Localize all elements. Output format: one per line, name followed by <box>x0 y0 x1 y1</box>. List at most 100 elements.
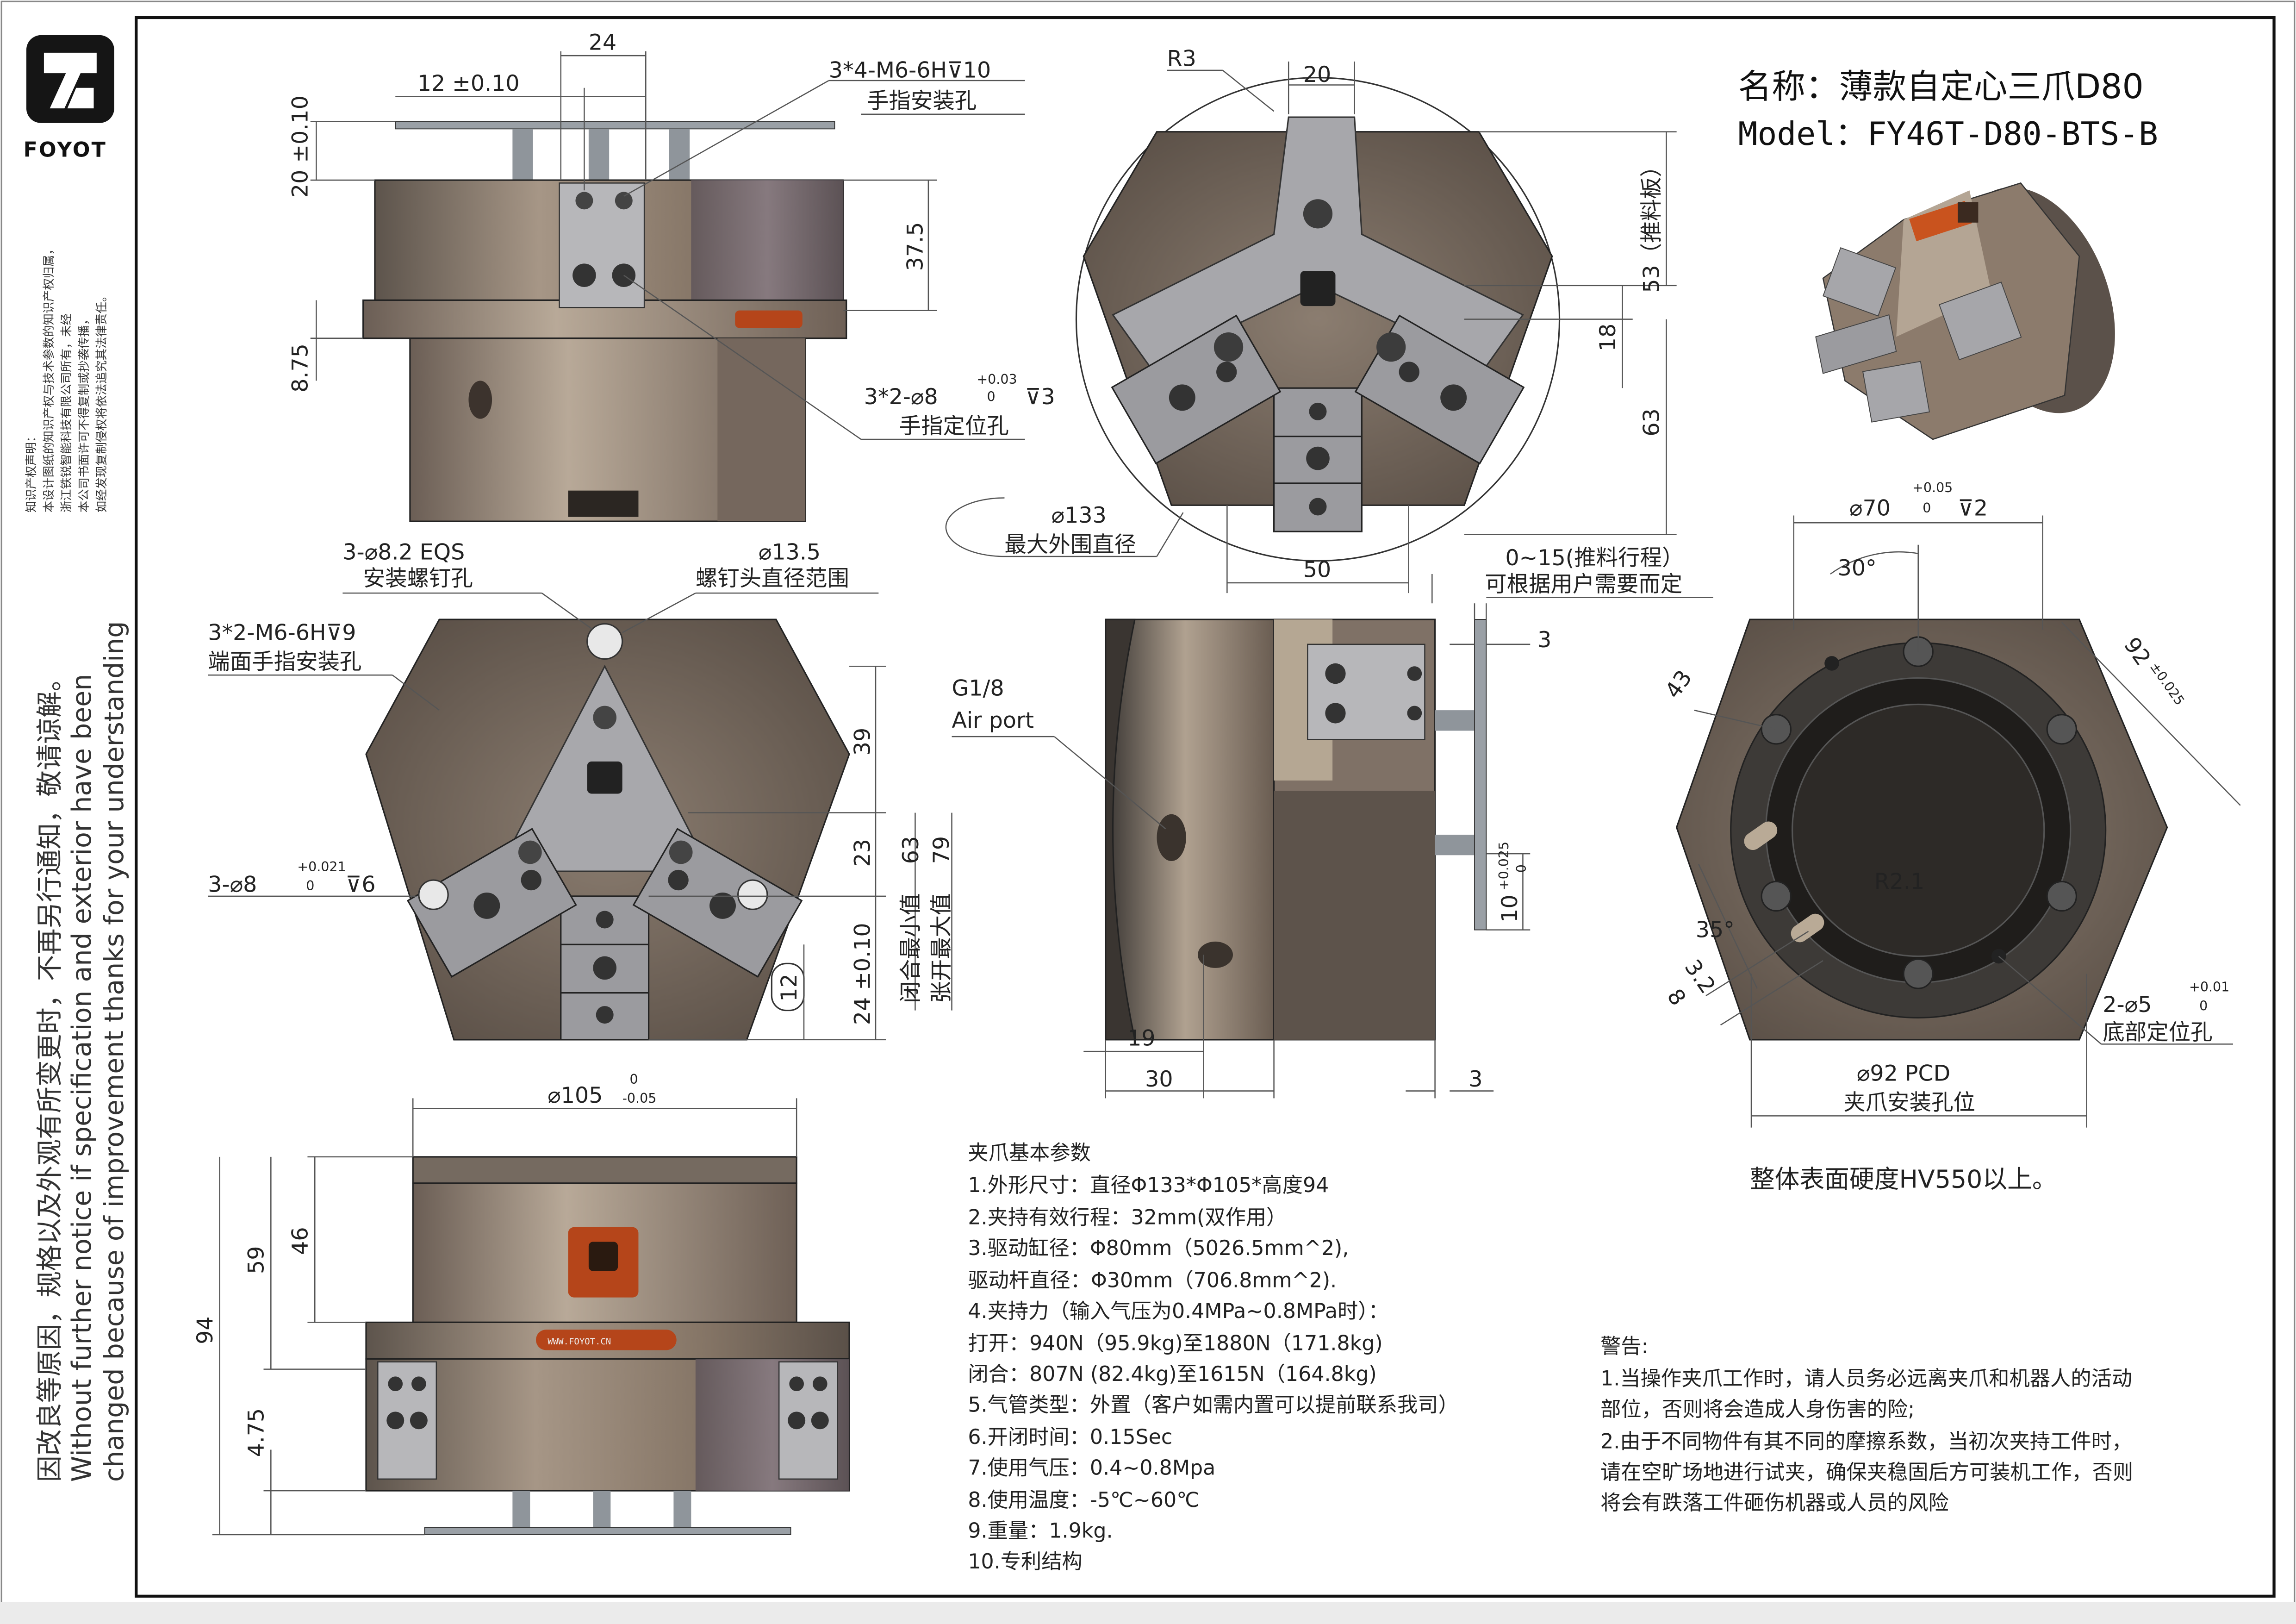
fv-locating-prefix: 3*2-⌀8 <box>864 384 938 410</box>
tv-dim-r3: R3 <box>1167 46 1196 71</box>
bv-screw-hole: 3-⌀8.2 EQS <box>342 539 465 565</box>
params-line: 1.外形尺寸：直径Φ133*Φ105*高度94 <box>968 1174 1329 1197</box>
fv-finger-hole-spec: 3*4-M6-6H⊽10 <box>829 58 991 83</box>
ip-line-1: 本设计图纸的知识产权与技术参数的知识产权归属， <box>42 243 56 512</box>
se-dia-105-tol-low: -0.05 <box>622 1091 657 1106</box>
bsv-dim-70-depth: ⊽2 <box>1958 495 1988 521</box>
fv-dim-37-5: 37.5 <box>902 222 928 271</box>
tv-dim-50: 50 <box>1303 557 1331 582</box>
tv-stroke-note: 可根据用户需要而定 <box>1485 572 1682 597</box>
fv-locating-tol-up: +0.03 <box>977 372 1017 387</box>
bv-open-max: 张开最大值 <box>929 893 954 1003</box>
bv-screw-hole-label: 安装螺钉孔 <box>363 566 473 591</box>
bv-pin-depth: ⊽6 <box>346 872 376 897</box>
fv-dim-24: 24 <box>589 30 616 56</box>
se-website: WWW.FOYOT.CN <box>548 1337 611 1347</box>
tv-max-dia-label: 最大外围直径 <box>1004 532 1136 558</box>
base-view: ⌀70 +0.05 0 ⊽2 30° 43 92 ±0.025 R2.1 35°… <box>1660 480 2241 1193</box>
bsv-dim-70-tol-up: +0.05 <box>1912 480 1953 495</box>
bv-head-dia-label: 螺钉头直径范围 <box>696 566 849 591</box>
warning-line: 2.由于不同物件有其不同的摩擦系数，当初次夹持工件时， <box>1600 1430 2132 1453</box>
warning-heading: 警告: <box>1600 1335 1648 1358</box>
warning-line: 将会有跌落工件砸伤机器或人员的风险 <box>1600 1491 1949 1515</box>
product-model: Model：FY46T-D80-BTS-B <box>1738 115 2158 153</box>
bsv-pin-tol-up: +0.01 <box>2189 979 2229 994</box>
bsv-angle-35: 35° <box>1696 917 1735 943</box>
warning-line: 1.当操作夹爪工作时，请人员务必远离夹爪和机器人的活动 <box>1600 1367 2132 1390</box>
sv-dim-3a: 3 <box>1537 627 1551 653</box>
bsv-dim-70-tol-low: 0 <box>1923 500 1931 516</box>
fv-dim-8-75: 8.75 <box>287 344 313 393</box>
bv-end-hole-label: 端面手指安装孔 <box>208 650 361 675</box>
sv-dim-3b: 3 <box>1468 1067 1482 1092</box>
front-view: 24 12 ±0.10 20 ±0.10 8.75 37.5 3*4-M6-6H… <box>287 30 1055 522</box>
sv-dim-10-tol-low: 0 <box>1514 864 1529 873</box>
fv-dim-20: 20 ±0.10 <box>287 95 313 198</box>
se-dim-4-75: 4.75 <box>243 1408 269 1457</box>
tv-stroke: 0~15(推料行程） <box>1505 545 1684 571</box>
sv-air-port: Air port <box>952 708 1034 733</box>
se-dim-46: 46 <box>287 1227 313 1255</box>
bv-end-hole: 3*2-M6-6H⊽9 <box>208 620 356 645</box>
tv-dim-18: 18 <box>1595 324 1621 351</box>
bv-pin-tol-low: 0 <box>306 878 314 893</box>
bsv-r2-1: R2.1 <box>1874 869 1924 894</box>
bsv-angle-30: 30° <box>1838 556 1877 581</box>
bv-dim-24: 24 ±0.10 <box>850 923 875 1025</box>
iso-view <box>1815 182 2115 440</box>
top-view: 20 R3 53（推料板） 18 63 50 ⌀133 最大外围直径 0~15(… <box>945 46 1713 604</box>
params-line: 闭合：807N (82.4kg)至1615N（164.8kg) <box>968 1362 1376 1386</box>
warning-line: 部位，否则将会造成人身伤害的险; <box>1600 1398 1915 1421</box>
params-line: 7.使用气压：0.4~0.8Mpa <box>968 1456 1215 1480</box>
sv-air-g: G1/8 <box>952 676 1004 701</box>
tv-max-dia: ⌀133 <box>1052 503 1107 528</box>
brand-logo: FOYOT <box>24 35 114 162</box>
se-dia-105: ⌀105 <box>548 1083 603 1108</box>
params-block: 夹爪基本参数 1.外形尺寸：直径Φ133*Φ105*高度94 2.夹持有效行程：… <box>968 1141 1458 1574</box>
sv-dim-30: 30 <box>1145 1067 1173 1092</box>
side-view: G1/8 Air port 3 10 +0.025 0 19 30 3 <box>952 603 1551 1099</box>
bv-dim-63: 63 <box>898 836 924 864</box>
bv-head-dia: ⌀13.5 <box>759 539 821 565</box>
bsv-pcd: ⌀92 PCD <box>1857 1061 1950 1086</box>
fv-locating-label: 手指定位孔 <box>899 413 1009 439</box>
warning-line: 请在空旷场地进行试夹，确保夹稳固后方可装机工作，否则 <box>1600 1461 2133 1484</box>
bsv-dim-70: ⌀70 <box>1849 495 1891 521</box>
bv-dim-79: 79 <box>929 836 954 864</box>
bsv-pin-label: 底部定位孔 <box>2103 1020 2212 1045</box>
params-line: 打开：940N（95.9kg)至1880N（171.8kg) <box>968 1331 1382 1355</box>
ip-line-4: 如经发现复制侵权将依法追究其法律责任。 <box>95 290 108 513</box>
fv-locating-depth: ⊽3 <box>1025 384 1055 410</box>
params-line: 4.夹持力（输入气压为0.4MPa~0.8MPa时）： <box>968 1299 1388 1323</box>
params-line: 8.使用温度：-5℃~60℃ <box>968 1488 1200 1512</box>
bv-pin-tol-up: +0.021 <box>297 859 346 874</box>
product-name: 名称：薄款自定心三爪D80 <box>1738 67 2144 106</box>
bv-closed-min: 闭合最小值 <box>898 893 924 1003</box>
bsv-pin-prefix: 2-⌀5 <box>2103 992 2152 1018</box>
se-dim-94: 94 <box>193 1316 218 1344</box>
ip-line-3: 本公司书面许可不得复制或抄袭传播， <box>77 313 91 512</box>
bv-pin-prefix: 3-⌀8 <box>208 872 257 897</box>
side-elevation: WWW.FOYOT.CN ⌀105 0 -0.05 46 59 94 4.75 <box>193 1072 850 1536</box>
warning-block: 警告: 1.当操作夹爪工作时，请人员务必远离夹爪和机器人的活动 部位，否则将会造… <box>1600 1335 2133 1515</box>
fv-dim-12: 12 ±0.10 <box>417 71 520 96</box>
bsv-pin-tol-low: 0 <box>2199 999 2208 1014</box>
sv-dim-10: 10 <box>1497 894 1523 922</box>
sv-dim-10-tol-up: +0.025 <box>1496 842 1512 890</box>
brand-name: FOYOT <box>24 138 107 162</box>
params-heading: 夹爪基本参数 <box>968 1141 1091 1165</box>
params-line: 3.驱动缸径：Φ80mm（5026.5mm^2), <box>968 1237 1349 1260</box>
params-line: 驱动杆直径：Φ30mm（706.8mm^2). <box>968 1268 1337 1292</box>
change-notice-en-2: changed because of improvement thanks fo… <box>99 621 130 1482</box>
bv-dim-23: 23 <box>850 839 875 867</box>
tv-dim-53: 53（推料板） <box>1639 155 1665 293</box>
change-notice-cn: 因改良等原因，规格以及外观有所变更时，不再另行通知，敬请谅解。 <box>35 665 65 1482</box>
params-line: 5.气管类型：外置（客户如需内置可以提前联系我司） <box>968 1393 1458 1417</box>
side-notice: 知识产权声明： 本设计图纸的知识产权与技术参数的知识产权归属， 浙江铁锐智能科技… <box>25 243 130 1482</box>
tv-dim-20: 20 <box>1303 62 1331 87</box>
se-dim-59: 59 <box>243 1246 269 1274</box>
bottom-jaw-view: 3-⌀8.2 EQS 安装螺钉孔 ⌀13.5 螺钉头直径范围 3*2-M6-6H… <box>208 539 954 1041</box>
bsv-pcd-label: 夹爪安装孔位 <box>1843 1090 1975 1116</box>
se-dia-105-tol-up: 0 <box>629 1072 638 1087</box>
